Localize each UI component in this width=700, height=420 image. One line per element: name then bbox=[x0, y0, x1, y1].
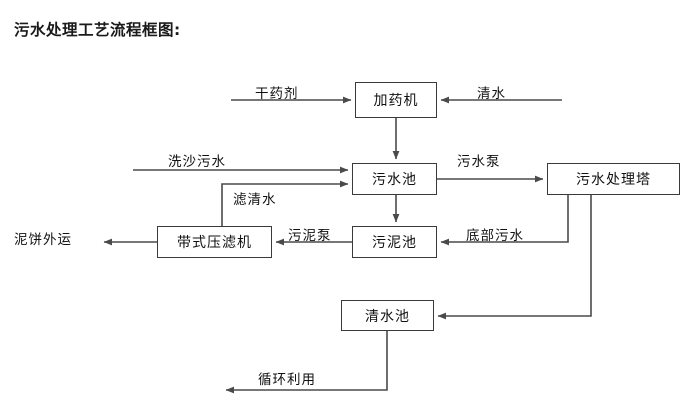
edge-label-recycle-use: 循环利用 bbox=[258, 372, 316, 388]
terminal-label-mud-cake-out: 泥饼外运 bbox=[14, 232, 72, 248]
edge-press-to-sewage-pool bbox=[221, 180, 349, 226]
edge-label-dry-chemical: 干药剂 bbox=[255, 86, 299, 102]
edge-tower-to-sludge-pool bbox=[440, 195, 569, 246]
edge-label-filtered-clear-water: 滤清水 bbox=[233, 192, 277, 208]
node-dosing-machine[interactable]: 加药机 bbox=[355, 82, 437, 118]
page-title: 污水处理工艺流程框图: bbox=[14, 21, 181, 39]
edge-label-sludge-pump: 污泥泵 bbox=[288, 228, 332, 244]
node-sewage-pool[interactable]: 污水池 bbox=[352, 163, 437, 195]
node-label: 污水池 bbox=[372, 172, 417, 188]
node-label: 污泥池 bbox=[372, 235, 417, 251]
edge-clear-water-pool-to-recycle bbox=[225, 331, 388, 394]
node-sludge-pool[interactable]: 污泥池 bbox=[352, 226, 437, 258]
edge-label-sewage-pump: 污水泵 bbox=[457, 154, 501, 170]
node-belt-filter-press[interactable]: 带式压滤机 bbox=[157, 226, 272, 258]
node-label: 污水处理塔 bbox=[576, 172, 651, 188]
edge-label-sand-wash-sewage: 洗沙污水 bbox=[168, 154, 226, 170]
node-clear-water-pool[interactable]: 清水池 bbox=[341, 300, 434, 331]
edge-tower-to-clear-water-pool bbox=[437, 195, 592, 320]
node-label: 清水池 bbox=[365, 308, 410, 325]
edge-label-bottom-sewage: 底部污水 bbox=[466, 228, 524, 244]
edge-label-clean-water: 清水 bbox=[477, 86, 506, 102]
node-label: 带式压滤机 bbox=[177, 235, 252, 251]
node-treatment-tower[interactable]: 污水处理塔 bbox=[547, 163, 680, 195]
node-label: 加药机 bbox=[373, 93, 419, 109]
